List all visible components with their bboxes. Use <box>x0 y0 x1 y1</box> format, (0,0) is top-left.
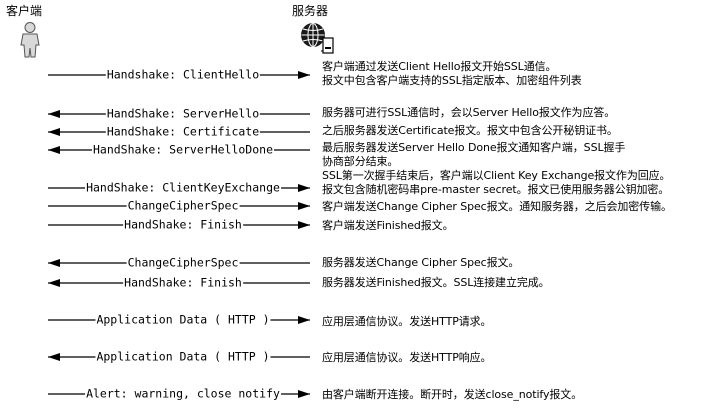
note-line: 客户端发送Change Cipher Spec报文。通知服务器，之后会加密传输。 <box>322 200 672 213</box>
globe-server-icon <box>301 23 334 54</box>
message-finish-server: HandShake: Finish <box>123 275 243 290</box>
client-actor-label: 客户端 <box>6 4 43 18</box>
note-certificate: 之后服务器发送Certificate报文。报文中包含公开秘钥证书。 <box>322 124 618 138</box>
note-change-cipher-spec-client: 客户端发送Change Cipher Spec报文。通知服务器，之后会加密传输。 <box>322 200 672 214</box>
note-finish-server: 服务器发送Finished报文。SSL连接建立完成。 <box>322 276 550 290</box>
note-line: 应用层通信协议。发送HTTP响应。 <box>322 351 492 364</box>
note-change-cipher-spec-server: 服务器发送Change Cipher Spec报文。 <box>322 256 519 270</box>
note-application-data-response: 应用层通信协议。发送HTTP响应。 <box>322 351 492 365</box>
server-actor-label: 服务器 <box>292 4 329 18</box>
note-line: 服务器发送Change Cipher Spec报文。 <box>322 256 520 269</box>
note-line: SSL第一次握手结束后，客户端以Client Key Exchange报文作为回… <box>322 169 671 182</box>
note-alert-close-notify: 由客户端断开连接。断开时，发送close_notify报文。 <box>322 388 582 402</box>
message-client-hello: Handshake: ClientHello <box>105 67 261 82</box>
arrowhead <box>298 316 310 324</box>
note-line: 客户端通过发送Client Hello报文开始SSL通信。 <box>322 60 557 73</box>
arrowhead <box>298 202 310 210</box>
message-change-cipher-spec-client: ChangeCipherSpec <box>126 198 240 213</box>
note-client-hello: 客户端通过发送Client Hello报文开始SSL通信。 报文中包含客户端支持… <box>322 60 582 88</box>
arrowhead <box>48 110 60 118</box>
note-client-key-exchange: SSL第一次握手结束后，客户端以Client Key Exchange报文作为回… <box>322 169 671 197</box>
note-line: 客户端发送Finished报文。 <box>322 219 454 232</box>
note-line: 报文包含随机密码串pre-master secret。报文已使用服务器公钥加密。 <box>322 183 670 196</box>
note-finish-client: 客户端发送Finished报文。 <box>322 219 454 233</box>
message-server-hello: HandShake: ServerHello <box>105 106 261 121</box>
message-client-key-exchange: HandShake: ClientKeyExchange <box>85 180 281 195</box>
message-change-cipher-spec-server: ChangeCipherSpec <box>126 255 240 270</box>
message-application-data-request: Application Data ( HTTP ) <box>95 312 271 327</box>
person-icon <box>20 22 40 58</box>
arrowhead <box>48 279 60 287</box>
note-line: 协商部分结束。 <box>322 155 399 168</box>
note-line: 报文中包含客户端支持的SSL指定版本、加密组件列表 <box>322 74 582 87</box>
note-line: 应用层通信协议。发送HTTP请求。 <box>322 315 492 328</box>
arrowhead <box>48 146 60 154</box>
message-finish-client: HandShake: Finish <box>123 217 243 232</box>
message-server-hello-done: HandShake: ServerHelloDone <box>91 142 275 157</box>
arrowhead <box>298 71 310 79</box>
arrowhead <box>298 184 310 192</box>
message-alert-close-notify: Alert: warning, close notify <box>85 386 281 401</box>
note-line: 之后服务器发送Certificate报文。报文中包含公开秘钥证书。 <box>322 124 618 137</box>
arrowhead <box>48 128 60 136</box>
arrowhead <box>48 259 60 267</box>
note-line: 服务器发送Finished报文。SSL连接建立完成。 <box>322 276 550 289</box>
note-server-hello-done: 最后服务器发送Server Hello Done报文通知客户端，SSL握手 协商… <box>322 141 625 169</box>
note-line: 服务器可进行SSL通信时，会以Server Hello报文作为应答。 <box>322 106 616 119</box>
note-line: 由客户端断开连接。断开时，发送close_notify报文。 <box>322 388 583 401</box>
arrowhead <box>298 390 310 398</box>
message-application-data-response: Application Data ( HTTP ) <box>95 349 271 364</box>
note-server-hello: 服务器可进行SSL通信时，会以Server Hello报文作为应答。 <box>322 106 615 120</box>
arrowhead <box>298 221 310 229</box>
note-line: 最后服务器发送Server Hello Done报文通知客户端，SSL握手 <box>322 141 626 154</box>
note-application-data-request: 应用层通信协议。发送HTTP请求。 <box>322 315 492 329</box>
arrowhead <box>48 353 60 361</box>
message-certificate: HandShake: Certificate <box>105 124 261 139</box>
